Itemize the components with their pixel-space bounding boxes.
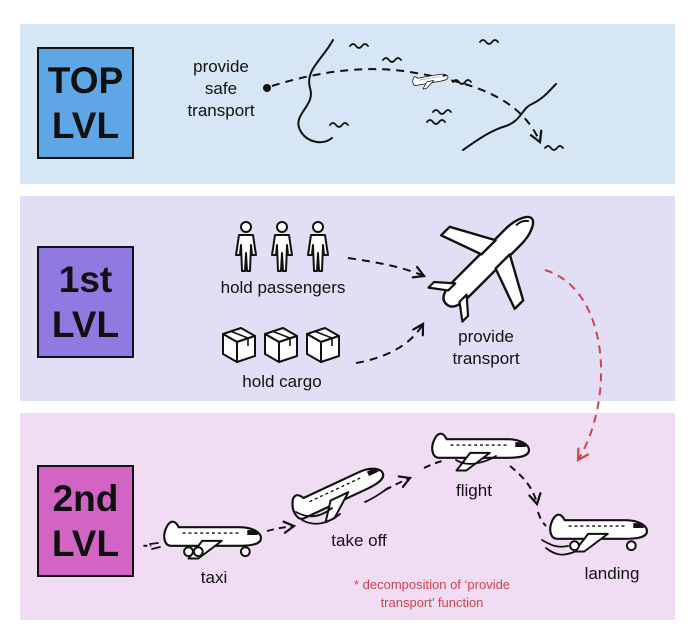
level-badge-top: TOP LVL bbox=[37, 47, 134, 159]
waves-icon bbox=[329, 39, 564, 151]
provide-transport-line2: transport bbox=[452, 349, 520, 368]
decomposition-note: * decomposition of ‘provide transport’ f… bbox=[320, 576, 544, 612]
map-coastline-icon bbox=[297, 39, 557, 151]
landing-label: landing bbox=[584, 564, 640, 583]
person-icon bbox=[235, 221, 329, 272]
decomposition-note-line2: transport’ function bbox=[380, 595, 484, 610]
dashed-route-arrow bbox=[263, 68, 543, 145]
provide-transport-label: provide transport bbox=[436, 326, 536, 370]
flight-plane-icon bbox=[431, 432, 531, 472]
level-badge-first: 1st LVL bbox=[37, 246, 134, 358]
level-badge-line1: TOP bbox=[47, 60, 124, 101]
taxi-label: taxi bbox=[200, 568, 228, 587]
level-badge-line1: 1st bbox=[58, 259, 113, 300]
dashed-connector-arrow bbox=[347, 257, 427, 364]
top-function-line1: provide bbox=[193, 57, 249, 76]
level-badge-second: 2nd LVL bbox=[37, 465, 134, 577]
level-badge-line2: LVL bbox=[51, 523, 120, 564]
landing-plane-icon bbox=[549, 513, 649, 553]
decomposition-note-line1: * decomposition of ‘provide bbox=[353, 577, 511, 592]
level-badge-line1: 2nd bbox=[52, 478, 119, 519]
decomposition-arrow bbox=[544, 269, 602, 462]
top-function-label: provide safe transport bbox=[176, 56, 266, 122]
level-badge-line2: LVL bbox=[51, 105, 120, 146]
taxi-plane-icon bbox=[143, 520, 263, 560]
hold-cargo-label: hold cargo bbox=[242, 372, 322, 391]
flight-label: flight bbox=[456, 481, 492, 500]
top-function-line3: transport bbox=[187, 101, 255, 120]
take-off-label: take off bbox=[331, 531, 387, 550]
sequence-arrow bbox=[266, 459, 547, 534]
motion-lines bbox=[149, 455, 575, 556]
box-icon bbox=[222, 327, 340, 363]
top-function-line2: safe bbox=[204, 79, 238, 98]
level-badge-line2: LVL bbox=[51, 304, 120, 345]
airplane-icon bbox=[427, 215, 535, 323]
hold-passengers-label: hold passengers bbox=[220, 278, 346, 297]
provide-transport-line1: provide bbox=[458, 327, 514, 346]
